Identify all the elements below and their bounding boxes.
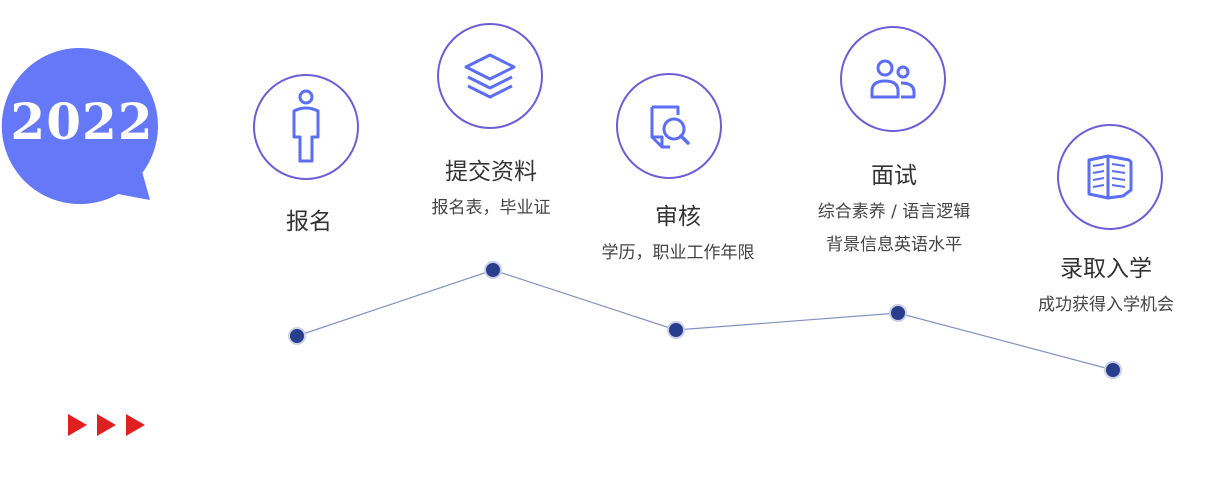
step-5-title: 录取入学 — [1060, 256, 1152, 282]
play-arrow-icon — [126, 414, 145, 436]
step-1-title: 报名 — [286, 209, 332, 235]
step-2-subtitle-1: 报名表，毕业证 — [431, 198, 551, 218]
year-label: 2022 — [10, 92, 154, 151]
step-3-subtitle-1: 学历，职业工作年限 — [601, 243, 755, 263]
step-2-title: 提交资料 — [445, 159, 537, 185]
red-arrows — [68, 414, 145, 436]
timeline-dot-3 — [667, 321, 685, 339]
step-5-icon-ring — [1057, 124, 1163, 230]
step-2-icon-ring — [437, 23, 543, 129]
document-search-icon — [650, 105, 690, 149]
layers-icon — [464, 53, 516, 99]
year-badge: 2022 — [0, 44, 160, 204]
timeline-dot-2 — [484, 261, 502, 279]
people-icon — [870, 59, 916, 99]
step-5-subtitle-1: 成功获得入学机会 — [1038, 295, 1174, 315]
step-4-subtitle-2: 背景信息英语水平 — [826, 235, 962, 255]
play-arrow-icon — [68, 414, 87, 436]
timeline-dot-1 — [288, 327, 306, 345]
timeline-dot-4 — [889, 304, 907, 322]
speech-bubble-shape — [1, 47, 158, 204]
step-1-icon-ring — [253, 74, 359, 180]
step-4-title: 面试 — [871, 163, 917, 189]
play-arrow-icon — [97, 414, 116, 436]
timeline-dot-5 — [1104, 361, 1122, 379]
step-3-title: 审核 — [655, 204, 701, 230]
open-book-icon — [1087, 154, 1133, 200]
person-icon — [292, 89, 320, 163]
step-4-icon-ring — [840, 26, 946, 132]
step-4-subtitle-1: 综合素养 / 语言逻辑 — [817, 202, 971, 222]
step-3-icon-ring — [616, 73, 722, 179]
